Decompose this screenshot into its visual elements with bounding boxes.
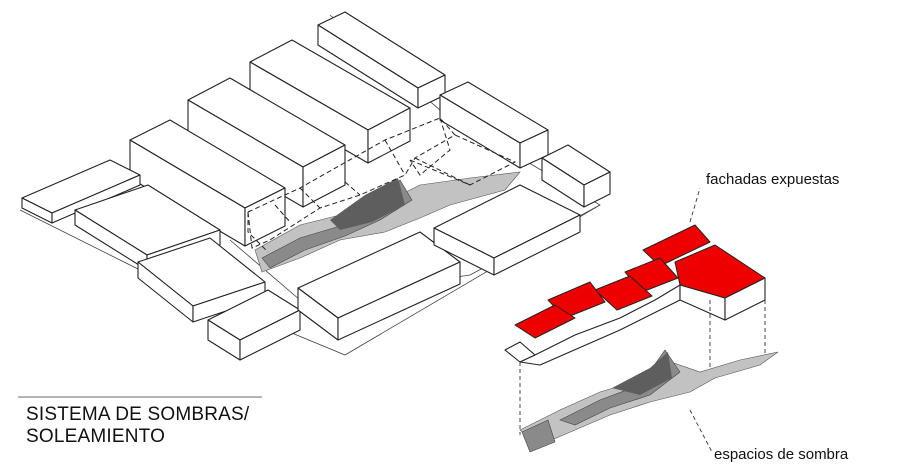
label-leaders xyxy=(689,187,713,453)
building-11 xyxy=(297,231,461,341)
projection-lines xyxy=(519,300,766,435)
dashed-central-building xyxy=(247,117,517,253)
courtyard-shadows xyxy=(254,171,521,273)
building-1 xyxy=(317,11,446,109)
building-6 xyxy=(541,144,611,208)
building-12 xyxy=(433,184,581,276)
label-exposed-facades: fachadas expuestas xyxy=(706,171,840,188)
building-2 xyxy=(249,39,411,164)
title-line-2: SOLEAMIENTO xyxy=(26,426,166,447)
title-line-1: SISTEMA DE SOMBRAS/ xyxy=(26,404,250,425)
context-buildings xyxy=(21,11,611,361)
shadow-spaces xyxy=(519,349,779,453)
building-10 xyxy=(207,289,301,361)
building-9 xyxy=(137,237,266,323)
exposed-facades xyxy=(504,224,766,366)
building-7 xyxy=(21,159,141,224)
building-5 xyxy=(439,81,549,169)
building-4 xyxy=(129,119,286,247)
diagram-title: SISTEMA DE SOMBRAS/ SOLEAMIENTO xyxy=(26,404,249,448)
building-3 xyxy=(187,77,346,208)
label-shadow-spaces: espacios de sombra xyxy=(714,446,849,463)
